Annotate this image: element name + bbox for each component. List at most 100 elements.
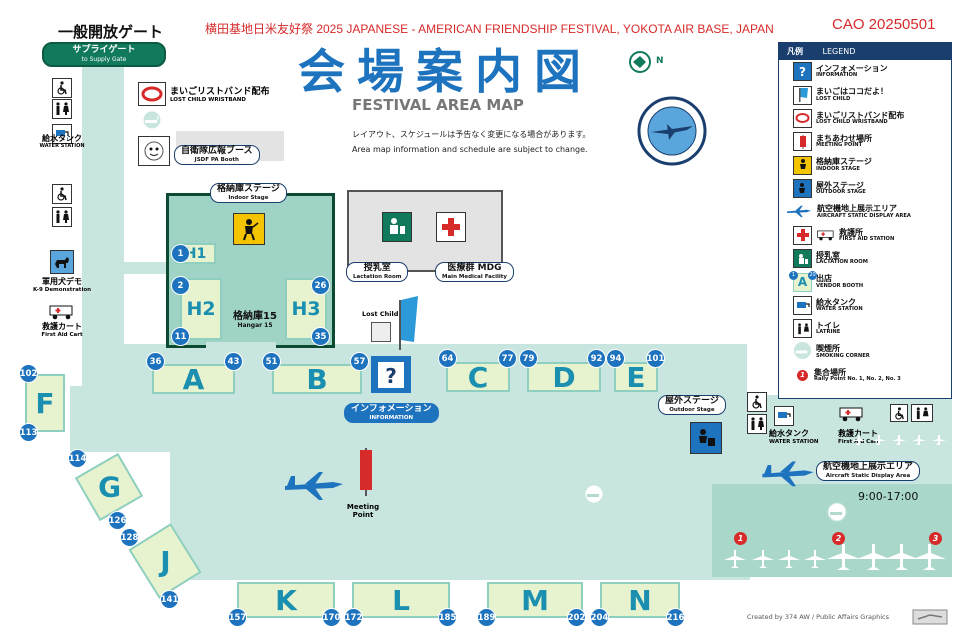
legend-head-en: LEGEND — [822, 47, 856, 56]
latrine-icon — [793, 319, 812, 339]
legend-en: OUTDOOR STAGE — [816, 189, 866, 196]
gate-en: to Supply Gate — [81, 56, 127, 63]
booth-b-letter: B — [306, 362, 328, 396]
h3-start: 26 — [311, 276, 330, 295]
booth-b-end: 57 — [350, 352, 369, 371]
aircraft-icon-left — [283, 468, 345, 506]
legend-en: INFORMATION — [816, 72, 858, 79]
booth-c[interactable]: C — [446, 360, 510, 394]
info-en: INFORMATION — [369, 414, 414, 421]
first-aid-icon — [436, 212, 466, 242]
cart-right-jp: 救護カート — [838, 429, 878, 438]
booth-e-start: 94 — [606, 349, 625, 368]
legend-jp: 喫煙所 — [816, 344, 840, 354]
aircraft-area — [712, 484, 952, 577]
outdoor-jp: 屋外ステージ — [665, 396, 719, 406]
booth-b[interactable]: B — [272, 362, 362, 396]
legend-en: Rally Point No. 1, No. 2, No. 3 — [814, 376, 901, 383]
water-tank-icon — [793, 296, 812, 316]
gate-title: 一般開放ゲート — [58, 23, 164, 41]
booth-b-start: 51 — [262, 352, 281, 371]
booth-l-letter: L — [392, 583, 410, 617]
legend-jp: まいごリストバンド配布 — [816, 110, 905, 120]
first-aid-icon — [793, 225, 812, 245]
booth-f[interactable]: F — [25, 374, 65, 432]
lactation-icon — [793, 249, 812, 269]
booth-d-start: 79 — [519, 349, 538, 368]
latrine-icon — [52, 99, 72, 119]
outdoor-stage-label: 屋外ステージ Outdoor Stage — [658, 395, 726, 415]
jsdf-en: JSDF PA Booth — [194, 156, 239, 163]
parked-aircraft-row — [720, 540, 950, 578]
credit-text: Created by 374 AW / Public Affairs Graph… — [747, 613, 889, 621]
h2-label: H2 — [186, 298, 216, 320]
legend-en: AIRCRAFT STATIC DISPLAY AREA — [817, 212, 911, 219]
lost-child-flag-icon — [396, 296, 422, 356]
smoking-icon-3 — [826, 502, 848, 526]
booth-k[interactable]: K — [237, 582, 335, 618]
lost-child-icon — [793, 85, 812, 105]
booth-d[interactable]: D — [527, 361, 601, 394]
road-bottom-horizontal — [170, 452, 750, 580]
booth-g-end: 126 — [108, 511, 127, 530]
legend-head-jp: 凡例 — [787, 47, 803, 56]
smoking-icon-2 — [583, 484, 605, 508]
jsdf-booth-icon — [138, 136, 170, 166]
booth-m-end: 202 — [567, 608, 586, 627]
legend-jp: 格納庫ステージ — [816, 157, 872, 167]
friendship-emblem-icon — [637, 96, 707, 170]
legend-jp: 授乳室 — [816, 250, 840, 260]
supply-gate-sign[interactable]: サプライゲート to Supply Gate — [42, 42, 166, 67]
wheelchair-icon — [52, 78, 72, 98]
rally-point-1: 1 — [734, 532, 747, 545]
legend-en: SMOKING CORNER — [816, 352, 870, 359]
legend-en: INDOOR STAGE — [816, 165, 860, 172]
meeting-point-flag-icon — [356, 446, 376, 502]
indoor-jp: 格納庫ステージ — [217, 184, 280, 194]
booth-n[interactable]: N — [600, 582, 680, 618]
wheelchair-icon-3 — [747, 392, 767, 412]
legend-en: FIRST AID STATION — [839, 235, 895, 242]
booth-c-letter: C — [467, 360, 489, 394]
booth-l[interactable]: L — [352, 582, 450, 618]
page-subtitle: FESTIVAL AREA MAP — [352, 96, 524, 114]
outdoor-stage-icon — [793, 179, 812, 199]
booth-a-start: 36 — [146, 352, 165, 371]
indoor-stage-label: 格納庫ステージ Indoor Stage — [210, 183, 287, 203]
vendor-num-1: 1 — [789, 270, 798, 280]
smoking-icon — [142, 110, 162, 134]
booth-l-start: 172 — [344, 608, 363, 627]
meeting-point-label: Meeting Point — [346, 503, 380, 520]
cao-code: CAO 20250501 — [832, 16, 936, 33]
legend-en: MEETING POINT — [816, 142, 863, 149]
legend-jp: まいごはココだよ！ — [816, 87, 888, 97]
legend-jp: まちあわせ場所 — [816, 133, 872, 143]
lactation-label: 授乳室 Lactation Room — [346, 262, 409, 282]
legend-en: VENDOR BOOTH — [816, 282, 864, 289]
booth-e[interactable]: E — [614, 361, 658, 394]
jsdf-jp: 自衛隊広報ブース — [181, 146, 253, 156]
jsdf-label: 自衛隊広報ブース JSDF PA Booth — [174, 145, 260, 165]
aircraft-en: Aircraft Static Display Area — [825, 472, 911, 479]
water-tank-icon — [52, 124, 72, 144]
booth-n-start: 204 — [590, 608, 609, 627]
booth-c-end: 77 — [498, 349, 517, 368]
vendor-letter: A — [797, 275, 808, 290]
information-booth-icon[interactable]: ? — [371, 356, 411, 393]
legend-jp: 屋外ステージ — [816, 180, 864, 190]
booth-a-end: 43 — [224, 352, 243, 371]
wristband-jp: まいごリストバンド配布 — [170, 87, 270, 97]
aircraft-display-label: 航空機地上展示エリア Aircraft Static Display Area — [816, 461, 921, 481]
legend-jp: インフォメーション — [816, 63, 888, 73]
medical-jp: 医療群 MDG — [447, 263, 502, 273]
legend-en: LATRINE — [816, 329, 841, 336]
booth-a[interactable]: A — [152, 363, 235, 396]
